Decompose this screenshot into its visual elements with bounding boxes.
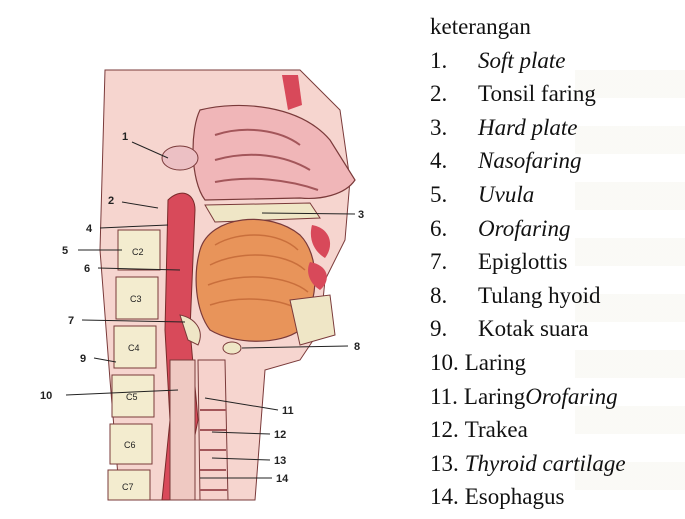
legend-number: 10.: [430, 346, 459, 380]
legend-text: Orofaring: [478, 216, 570, 241]
legend-text: Kotak suara: [478, 316, 589, 341]
esophagus: [170, 360, 195, 500]
legend-item-7: 7.Epiglottis: [430, 245, 685, 279]
diagram-label-7: 7: [68, 315, 74, 327]
diagram-label-10: 10: [40, 390, 52, 402]
legend-item-8: 8.Tulang hyoid: [430, 279, 685, 313]
legend-text: Esophagus: [465, 484, 565, 509]
legend-text: Hard plate: [478, 115, 577, 140]
legend-item-4: 4.Nasofaring: [430, 144, 685, 178]
hard-palate: [205, 203, 320, 222]
diagram-label-8: 8: [354, 341, 360, 353]
legend-item-6: 6.Orofaring: [430, 212, 685, 246]
legend-title: keterangan: [430, 10, 685, 44]
diagram-label-9: 9: [80, 353, 86, 365]
legend-item-5: 5.Uvula: [430, 178, 685, 212]
legend-number: 5.: [430, 178, 478, 212]
legend-number: 9.: [430, 312, 478, 346]
diagram-label-3: 3: [358, 209, 364, 221]
legend-number: 6.: [430, 212, 478, 246]
legend-item-11: 11.LaringOrofaring: [430, 380, 685, 414]
legend-item-14: 14.Esophagus: [430, 480, 685, 514]
legend-text: Epiglottis: [478, 249, 567, 274]
legend-text: Thyroid cartilage: [465, 451, 626, 476]
legend-number: 11.: [430, 380, 458, 414]
legend-number: 8.: [430, 279, 478, 313]
diagram-label-12: 12: [274, 429, 286, 441]
legend-item-1: 1.Soft plate: [430, 44, 685, 78]
diagram-label-11: 11: [282, 405, 294, 417]
legend-item-13: 13.Thyroid cartilage: [430, 447, 685, 481]
vertebra-label-c7: C7: [122, 482, 134, 492]
diagram-label-5: 5: [62, 245, 68, 257]
legend-number: 13.: [430, 447, 459, 481]
diagram-label-2: 2: [108, 195, 114, 207]
legend-text: Trakea: [465, 417, 528, 442]
legend-number: 2.: [430, 77, 478, 111]
legend-item-3: 3.Hard plate: [430, 111, 685, 145]
diagram-label-13: 13: [274, 455, 286, 467]
vertebra-label-c3: C3: [130, 294, 142, 304]
legend-text: Nasofaring: [478, 148, 582, 173]
legend-text: Tonsil faring: [478, 81, 596, 106]
legend-item-9: 9.Kotak suara: [430, 312, 685, 346]
legend-number: 14.: [430, 480, 459, 514]
diagram-label-4: 4: [86, 223, 93, 235]
legend-number: 12.: [430, 413, 459, 447]
diagram-label-1: 1: [122, 131, 128, 143]
legend-item-12: 12.Trakea: [430, 413, 685, 447]
vertebra-label-c6: C6: [124, 440, 136, 450]
vertebra-label-c2: C2: [132, 247, 144, 257]
diagram-label-14: 14: [276, 473, 289, 485]
legend-number: 3.: [430, 111, 478, 145]
diagram-label-6: 6: [84, 263, 90, 275]
legend-number: 7.: [430, 245, 478, 279]
head-neck-sagittal-illustration: 1 2 3 4 5 6 7 8 9 10 11 12 13 14 C2 C3 C…: [0, 0, 400, 519]
legend-text: Laring: [465, 350, 526, 375]
vertebra-label-c4: C4: [128, 343, 140, 353]
legend-number: 1.: [430, 44, 478, 78]
legend-item-10: 10.Laring: [430, 346, 685, 380]
vertebra-label-c5: C5: [126, 392, 138, 402]
legend-text: Soft plate: [478, 48, 566, 73]
legend-text: Tulang hyoid: [478, 283, 600, 308]
legend: keterangan 1.Soft plate 2.Tonsil faring …: [430, 10, 685, 514]
legend-item-2: 2.Tonsil faring: [430, 77, 685, 111]
legend-text: Uvula: [478, 182, 534, 207]
legend-number: 4.: [430, 144, 478, 178]
hyoid-bone: [223, 342, 241, 354]
legend-text-suffix: Orofaring: [525, 384, 617, 409]
legend-text: Laring: [464, 384, 525, 409]
